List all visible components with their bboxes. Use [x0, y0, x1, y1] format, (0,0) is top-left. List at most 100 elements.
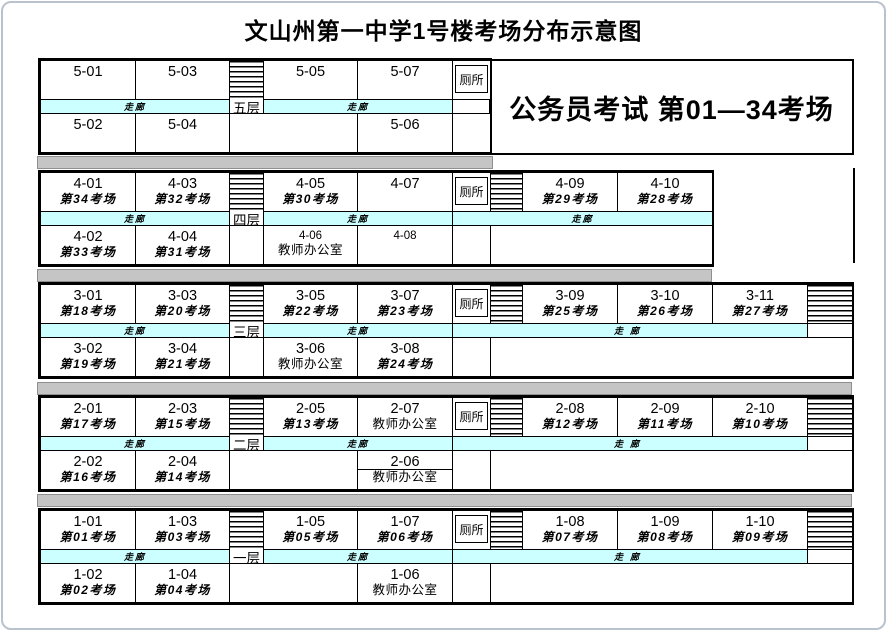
room-id: 1-06	[390, 567, 420, 583]
corridor: 走廊	[263, 323, 453, 338]
room-sub-label: 第23考场	[376, 304, 434, 318]
room-5-02: 5-02	[40, 113, 136, 153]
room-sub-label: 第14考场	[154, 470, 211, 484]
room-sub-label: 第09考场	[731, 530, 789, 544]
stairs-icon	[229, 510, 264, 550]
room-id: 2-04	[167, 454, 198, 470]
toilet-label: 厕所	[459, 72, 484, 87]
room-sub-label: 第12考场	[541, 417, 599, 431]
room-id: 3-10	[650, 288, 680, 304]
stairs-icon	[490, 397, 523, 437]
room-sub-label: 第13考场	[282, 417, 339, 431]
exam-info-box: 公务员考试 第01—34考场	[489, 59, 854, 155]
floor-label: 三层	[233, 324, 260, 340]
room-id: 1-10	[745, 514, 775, 530]
stairs-icon	[229, 172, 264, 212]
room-sub-label: 第03考场	[154, 530, 211, 544]
stairs-icon	[229, 284, 264, 324]
room-5-03: 5-03	[135, 60, 230, 100]
corridor-label: 走廊	[123, 102, 146, 112]
cell-divider	[358, 469, 452, 470]
room-id: 3-11	[746, 288, 774, 304]
stairs-icon	[807, 284, 853, 324]
floor-label-gap: 三层	[229, 323, 264, 340]
room-sub-label: 第33考场	[59, 245, 117, 259]
room-sub-label: 第06考场	[376, 530, 434, 544]
room-id: 5-01	[73, 64, 103, 80]
floor-separator	[37, 156, 493, 169]
floor-label: 二层	[233, 437, 260, 453]
room-id: 2-05	[295, 401, 326, 417]
room-id: 4-01	[73, 176, 103, 192]
room-sub-label: 第11考场	[637, 417, 693, 431]
floor-label-gap: 二层	[229, 436, 264, 453]
toilet-label: 厕所	[459, 409, 484, 424]
toilet-cell: 厕所	[455, 515, 488, 543]
room-sub-label: 第26考场	[636, 304, 694, 318]
floor-label-gap: 五层	[229, 99, 264, 116]
room-sub-label: 第10考场	[731, 417, 789, 431]
toilet-cell: 厕所	[455, 65, 488, 93]
stairs-icon	[807, 397, 853, 437]
room-id: 5-03	[167, 64, 198, 80]
room-id: 1-02	[73, 567, 103, 583]
corridor-label: 走廊	[123, 326, 146, 336]
stairs-icon	[490, 510, 523, 550]
corridor: 走廊	[452, 211, 713, 226]
corridor: 走廊	[40, 323, 230, 338]
room-sub-label: 教师办公室	[277, 357, 343, 371]
room-id: 3-04	[167, 341, 198, 357]
stairs-icon	[229, 60, 264, 100]
room-sub-label: 第04考场	[154, 583, 211, 597]
floor-label-gap: 四层	[229, 211, 264, 228]
corridor: 走廊	[263, 211, 453, 226]
room-sub-label: 第17考场	[59, 417, 117, 431]
room-id: 3-09	[555, 288, 585, 304]
room-sub-label: 第08考场	[636, 530, 694, 544]
room-id: 4-08	[393, 230, 417, 242]
empty-cell	[452, 450, 491, 490]
stairs-icon	[490, 284, 523, 324]
room-id: 4-10	[650, 176, 680, 192]
room-sub-label: 第21考场	[154, 357, 211, 371]
room-id: 1-05	[295, 514, 326, 530]
empty-cell	[229, 113, 358, 153]
toilet-cell: 厕所	[455, 289, 488, 317]
room-id: 5-06	[390, 117, 420, 133]
floor-separator	[37, 494, 852, 507]
corridor-label: 走廊	[123, 214, 146, 224]
room-sub-label: 第07考场	[541, 530, 599, 544]
room-id: 5-05	[295, 64, 326, 80]
corridor: 走廊	[452, 549, 808, 564]
corridor-label: 走廊	[346, 552, 369, 562]
corridor-label: 走廊	[346, 214, 369, 224]
stairs-icon	[490, 172, 523, 212]
stairs-icon	[229, 397, 264, 437]
toilet-cell: 厕所	[455, 402, 488, 430]
room-id: 3-06	[295, 341, 326, 357]
floor-separator	[37, 382, 852, 395]
room-id: 1-08	[555, 514, 585, 530]
corridor-label: 走廊	[123, 439, 146, 449]
room-id: 4-06	[298, 230, 323, 242]
room-sub-label: 第20考场	[154, 304, 211, 318]
